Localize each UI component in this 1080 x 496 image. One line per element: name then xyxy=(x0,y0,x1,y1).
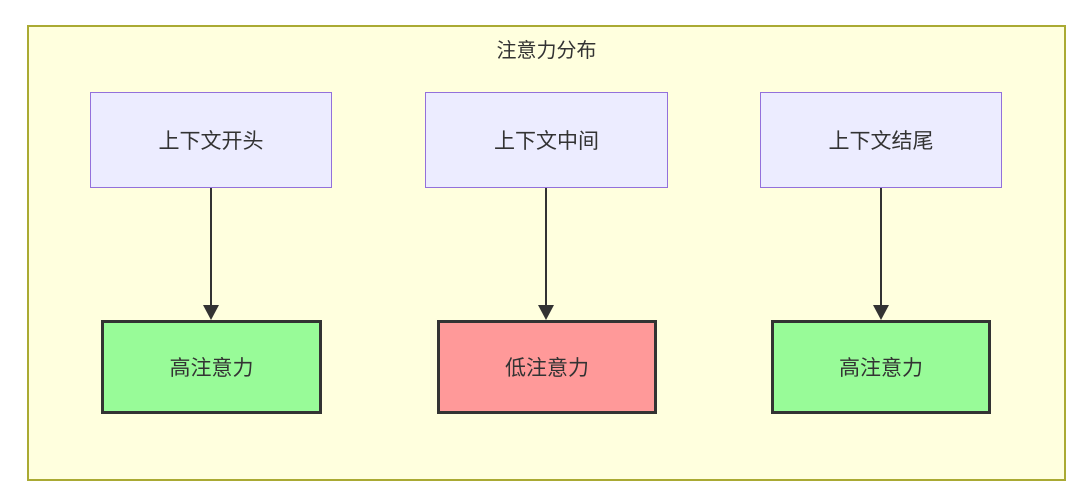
attention-result-node-2: 低注意力 xyxy=(437,320,657,414)
arrow-line-3 xyxy=(880,188,882,307)
diagram-title: 注意力分布 xyxy=(496,40,597,62)
attention-result-node-1: 高注意力 xyxy=(101,320,322,414)
arrow-head-icon-3 xyxy=(873,305,889,320)
arrow-line-1 xyxy=(210,188,212,307)
arrow-head-icon-1 xyxy=(203,305,219,320)
arrow-line-2 xyxy=(545,188,547,307)
context-start-node: 上下文开头 xyxy=(90,92,332,188)
attention-result-node-3: 高注意力 xyxy=(771,320,991,414)
context-end-node: 上下文结尾 xyxy=(760,92,1002,188)
context-middle-node: 上下文中间 xyxy=(425,92,668,188)
arrow-head-icon-2 xyxy=(538,305,554,320)
